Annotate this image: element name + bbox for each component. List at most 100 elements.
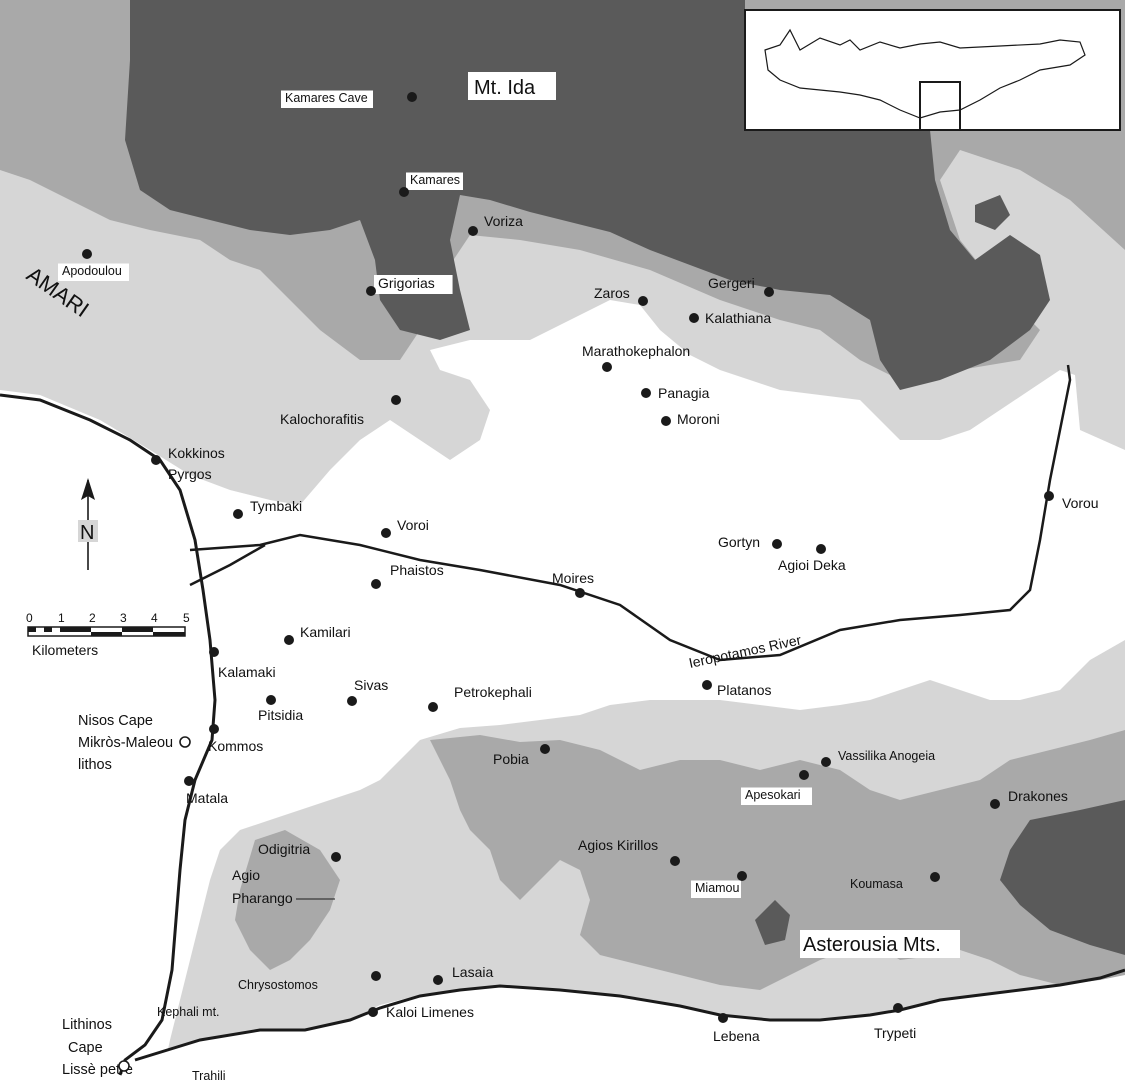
place-vassilika-anogeia: Vassilika Anogeia	[821, 749, 935, 767]
place-moroni: Moroni	[661, 411, 720, 427]
place-petrokephali: Petrokephali	[428, 684, 532, 712]
place-label-bg-kamares-cave	[281, 90, 373, 108]
place-label-platanos: Platanos	[717, 682, 771, 698]
place-label-sivas: Sivas	[354, 677, 388, 693]
place-dot-moires	[575, 588, 585, 598]
place-label-matala: Matala	[186, 790, 228, 806]
place-pobia: Pobia	[493, 744, 550, 767]
inset-crete-outline	[764, 28, 1086, 119]
place-chrysostomos: Chrysostomos	[238, 971, 381, 992]
place-dot-kamares-cave	[407, 92, 417, 102]
place-voriza: Voriza	[468, 213, 523, 236]
plain-messara-lowland	[0, 300, 1125, 1086]
asterousia-label: Asterousia Mts.	[803, 934, 941, 956]
place-label-kamilari: Kamilari	[300, 624, 351, 640]
place-label-kommos: Kommos	[208, 738, 263, 754]
scale-tick-4: 4	[151, 611, 158, 625]
place-dot-pitsidia	[266, 695, 276, 705]
place-label-kalathiana: Kalathiana	[705, 310, 771, 326]
place-label-odigitria: Odigitria	[258, 841, 310, 857]
place-label-pyrgos: Pyrgos	[168, 466, 212, 482]
place-panagia: Panagia	[641, 385, 710, 401]
place-dot-chrysostomos	[371, 971, 381, 981]
places-layer: Kamares CaveKamaresVorizaApodoulouGrigor…	[58, 90, 1099, 1083]
place-label-voroi: Voroi	[397, 517, 429, 533]
scale-seg-3	[60, 627, 91, 632]
place-dot-gortyn	[772, 539, 782, 549]
place-dot-phaistos	[371, 579, 381, 589]
place-label-trypeti: Trypeti	[874, 1025, 916, 1041]
place-dot-pobia	[540, 744, 550, 754]
place-dot-zaros	[638, 296, 648, 306]
place-label-moires: Moires	[552, 570, 594, 586]
cape-labels: Nisos Cape Mikròs-Maleou lithos Lithinos…	[62, 713, 191, 1078]
place-agios-kirillos: Agios Kirillos	[578, 837, 680, 866]
scale-seg-5	[91, 632, 122, 636]
place-label-miamou: Miamou	[695, 881, 740, 895]
sea-south	[120, 975, 1125, 1086]
place-grigorias: Grigorias	[366, 275, 453, 296]
compass-letter: N	[80, 522, 94, 544]
place-agioi-deka: Agioi Deka	[778, 544, 846, 573]
west-coastline	[0, 393, 217, 1076]
place-phaistos: Phaistos	[371, 562, 444, 589]
river-tributary-north	[189, 543, 266, 587]
place-label-kalochorafitis: Kalochorafitis	[280, 411, 364, 427]
place-dot-kalochorafitis	[391, 395, 401, 405]
place-label-agioi-deka: Agioi Deka	[778, 557, 846, 573]
place-kalochorafitis: Kalochorafitis	[280, 395, 401, 427]
place-label-phaistos: Phaistos	[390, 562, 444, 578]
place-dot-kamares	[399, 187, 409, 197]
place-kaloi-limenes: Kaloi Limenes	[368, 1004, 474, 1020]
place-matala: Matala	[184, 776, 228, 806]
place-pitsidia: Pitsidia	[258, 695, 303, 723]
lithos-label: lithos	[78, 757, 112, 773]
place-label-apodoulou: Apodoulou	[62, 264, 122, 278]
inset-map	[744, 9, 1121, 131]
compass-arrow-icon	[81, 478, 95, 500]
place-dot-voriza	[468, 226, 478, 236]
place-dot-agioi-deka	[816, 544, 826, 554]
high-elevation-asterousia-east	[1000, 800, 1125, 955]
lithinos-label: Lithinos	[62, 1017, 112, 1033]
place-kamares-cave: Kamares Cave	[281, 90, 417, 108]
place-platanos: Platanos	[702, 680, 771, 698]
place-dot-kalamaki	[209, 647, 219, 657]
place-dot-agios-kirillos	[670, 856, 680, 866]
place-dot-trypeti	[893, 1003, 903, 1013]
place-dot-petrokephali	[428, 702, 438, 712]
high-elevation-miamou-peak	[755, 900, 790, 945]
kephali-mt-islet	[286, 1000, 314, 1020]
place-pharango: Pharango	[232, 890, 335, 906]
place-zaros: Zaros	[594, 285, 648, 306]
place-dot-odigitria	[331, 852, 341, 862]
mountain-labels: Mt. Ida Asterousia Mts.	[468, 72, 960, 958]
place-label-panagia: Panagia	[658, 385, 710, 401]
place-label-chrysostomos: Chrysostomos	[238, 978, 318, 992]
inset-frame	[744, 9, 1121, 131]
mid-elevation-odigitria-hills	[235, 830, 340, 970]
place-gortyn: Gortyn	[718, 534, 782, 550]
place-kalathiana: Kalathiana	[689, 310, 771, 326]
place-label-gergeri: Gergeri	[708, 275, 755, 291]
place-label-apesokari: Apesokari	[745, 788, 801, 802]
scale-tick-2: 2	[89, 611, 96, 625]
place-dot-vassilika-anogeia	[821, 757, 831, 767]
place-trahili: Trahili	[192, 1069, 226, 1083]
place-dot-kalathiana	[689, 313, 699, 323]
place-voroi: Voroi	[381, 517, 429, 538]
scale-tick-1: 1	[58, 611, 65, 625]
place-label-kamares: Kamares	[410, 173, 460, 187]
scale-tick-3: 3	[120, 611, 127, 625]
place-dot-matala	[184, 776, 194, 786]
scale-seg-4	[122, 627, 153, 632]
lithinos-cape-marker	[118, 1060, 130, 1072]
place-dot-marathokephalon	[602, 362, 612, 372]
scale-tick-0: 0	[26, 611, 33, 625]
place-agio: Agio	[232, 867, 260, 883]
place-label-bg-miamou	[691, 880, 741, 898]
place-koumasa: Koumasa	[850, 872, 940, 891]
place-label-gortyn: Gortyn	[718, 534, 760, 550]
